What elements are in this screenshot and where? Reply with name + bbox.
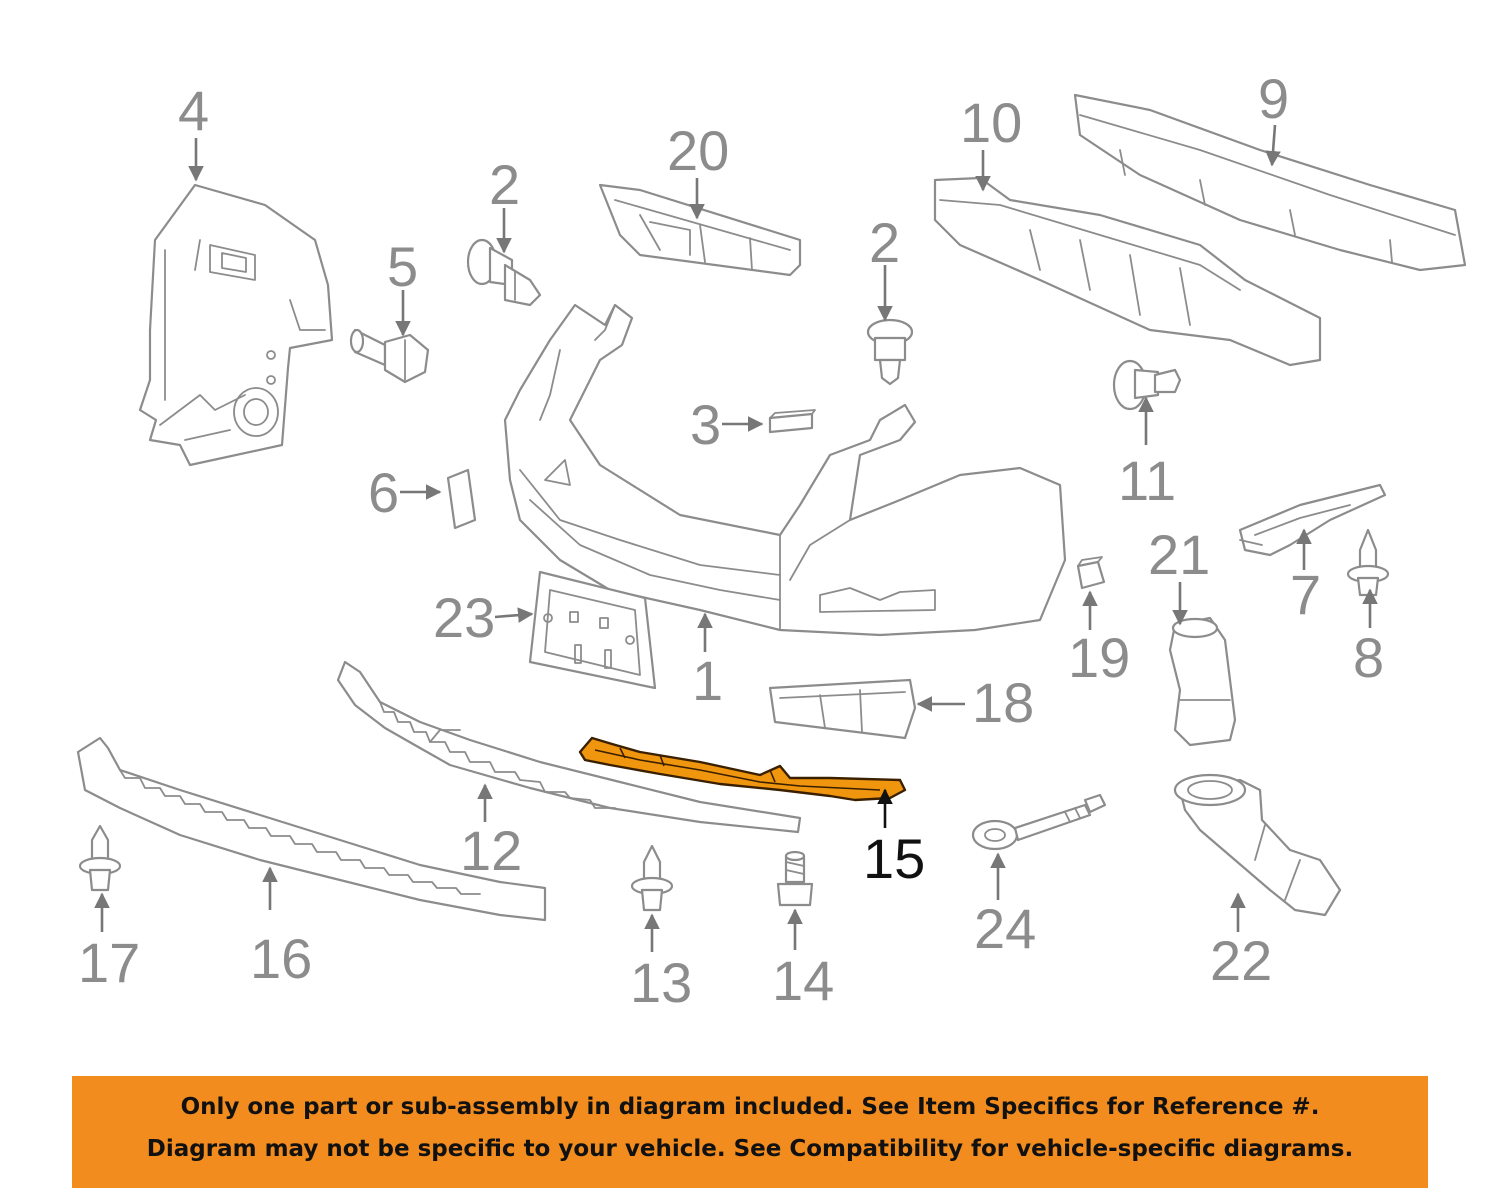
callout-2-left: 2: [489, 153, 520, 216]
callout-22: 22: [1210, 929, 1272, 992]
part-12-lower-valance: [336, 660, 802, 834]
callout-9: 9: [1258, 67, 1289, 130]
part-22-inlet-duct: [1173, 773, 1342, 917]
part-4-wheel-liner: [138, 183, 334, 467]
part-24-tow-eye: [971, 793, 1107, 851]
part-14-screw: [776, 850, 814, 907]
disclaimer-line-1: Only one part or sub-assembly in diagram…: [180, 1094, 1320, 1120]
part-15-air-deflector: [578, 736, 907, 802]
callout-17: 17: [78, 931, 140, 994]
disclaimer-banner: Only one part or sub-assembly in diagram…: [72, 1076, 1428, 1188]
callout-4: 4: [178, 79, 209, 142]
callout-5: 5: [387, 235, 418, 298]
part-9-reinforcement-beam: [1073, 93, 1467, 272]
part-10-energy-absorber: [933, 176, 1322, 367]
part-2-push-clip-right: [866, 318, 914, 386]
part-21-air-duct: [1168, 616, 1237, 747]
callout-18: 18: [972, 671, 1034, 734]
callout-1: 1: [692, 649, 723, 712]
callout-11: 11: [1118, 449, 1176, 512]
callout-2-right: 2: [869, 211, 900, 274]
callout-24: 24: [974, 897, 1036, 960]
callout-6: 6: [368, 461, 399, 524]
callout-10: 10: [960, 91, 1022, 154]
callout-7: 7: [1290, 563, 1321, 626]
part-6-pad: [446, 468, 477, 530]
callout-23: 23: [433, 586, 495, 649]
part-18-bracket: [768, 678, 917, 740]
part-2-push-clip-left: [466, 238, 542, 307]
callout-20: 20: [667, 119, 729, 182]
part-8-push-pin: [1346, 528, 1390, 597]
disclaimer-line-2: Diagram may not be specific to your vehi…: [146, 1136, 1354, 1162]
callout-8: 8: [1353, 626, 1384, 689]
part-3-pad: [768, 409, 816, 434]
callout-16: 16: [250, 927, 312, 990]
callout-21: 21: [1148, 523, 1210, 586]
part-19-clip: [1076, 556, 1106, 590]
part-5-bolt: [349, 328, 430, 384]
part-17-push-pin: [78, 824, 122, 892]
part-11-push-clip: [1112, 359, 1182, 411]
callout-3: 3: [690, 393, 721, 456]
part-1-bumper-cover: [503, 303, 1067, 637]
callout-14: 14: [772, 949, 834, 1012]
part-13-push-pin: [630, 844, 674, 912]
callout-13: 13: [630, 951, 692, 1014]
part-23-license-bracket: [528, 570, 657, 690]
part-7-bracket: [1238, 483, 1387, 557]
callout-15: 15: [863, 827, 925, 890]
callout-12: 12: [460, 819, 522, 882]
callout-19: 19: [1068, 626, 1130, 689]
part-20-bracket: [598, 183, 802, 277]
part-16-air-dam: [76, 736, 547, 922]
